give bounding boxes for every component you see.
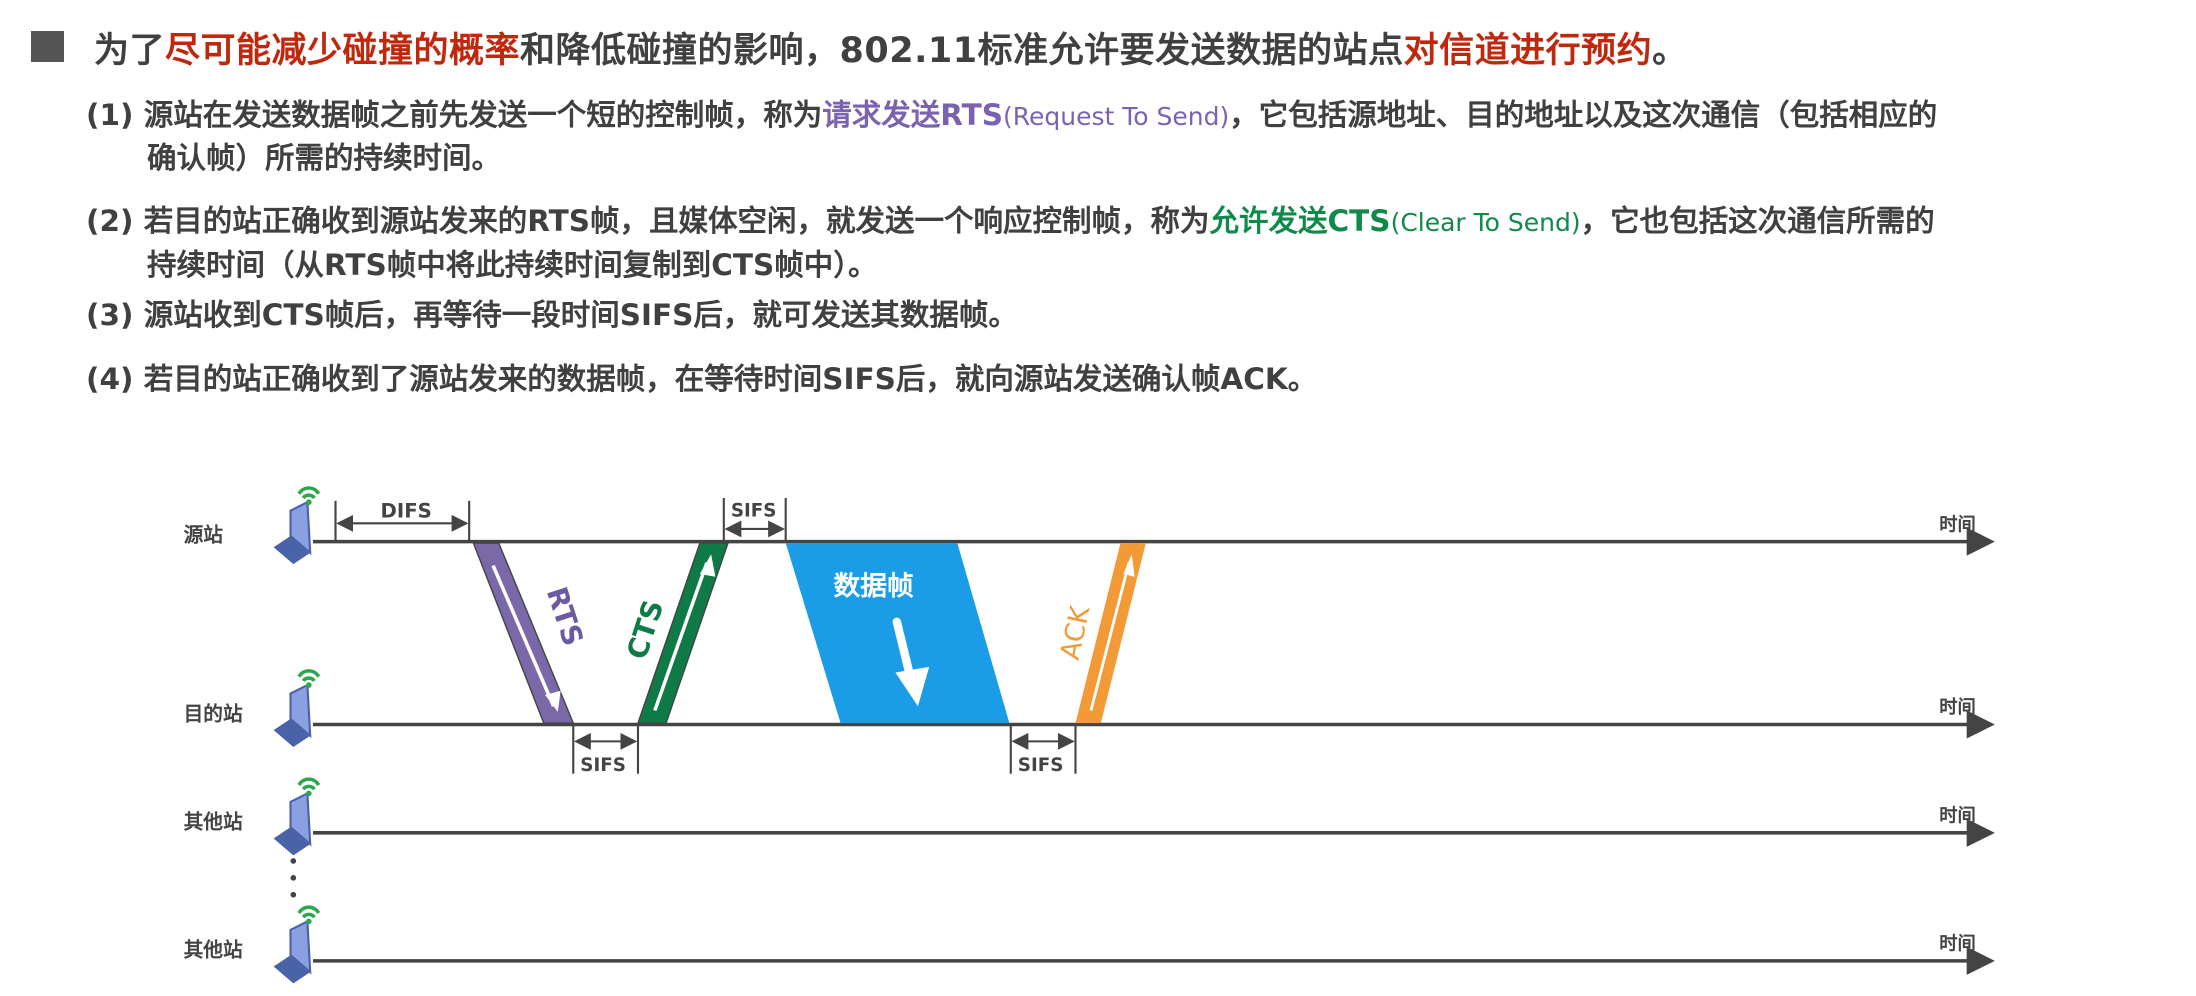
station-label-other-1: 其他站 [184, 811, 243, 834]
laptop-wifi-icon [271, 669, 321, 749]
time-label: 时间 [1939, 806, 1976, 827]
station-label-source: 源站 [184, 524, 224, 547]
laptop-wifi-icon [271, 486, 321, 566]
laptop-wifi-icon [271, 777, 321, 858]
title-bullet [31, 31, 64, 62]
time-label: 时间 [1939, 697, 1976, 718]
sifs-label: SIFS [580, 755, 626, 776]
laptop-wifi-icon [271, 905, 321, 986]
ack-frame [1075, 543, 1146, 724]
sifs-interval-bottom-2 [1009, 724, 1077, 774]
sifs-label: SIFS [731, 500, 777, 521]
time-label: 时间 [1939, 514, 1976, 535]
data-frame [785, 543, 1010, 724]
cts-frame [636, 542, 730, 724]
item-2-line2: 持续时间（从RTS帧中将此持续时间复制到CTS帧中）。 [147, 248, 878, 282]
item-1-line1: (1) 源站在发送数据帧之前先发送一个短的控制帧，称为请求发送RTS(Reque… [86, 98, 1938, 132]
station-label-destination: 目的站 [184, 702, 243, 725]
sifs-interval-bottom-1 [572, 724, 640, 774]
item-4: (4) 若目的站正确收到了源站发来的数据帧，在等待时间SIFS后，就向源站发送确… [86, 362, 1318, 396]
item-2-line1: (2) 若目的站正确收到源站发来的RTS帧，且媒体空闲，就发送一个响应控制帧，称… [86, 204, 1935, 238]
ellipsis-dots [290, 858, 297, 898]
time-label: 时间 [1939, 934, 1976, 955]
data-frame-label: 数据帧 [834, 571, 914, 602]
station-label-other-2: 其他站 [184, 939, 243, 962]
page-title: 为了尽可能减少碰撞的概率和降低碰撞的影响，802.11标准允许要发送数据的站点对… [94, 31, 1688, 71]
sifs-interval-top [722, 498, 787, 542]
sifs-label: SIFS [1018, 755, 1064, 776]
ack-label: ACK [1055, 602, 1097, 663]
difs-label: DIFS [381, 500, 432, 523]
difs-interval [334, 500, 471, 542]
rts-label: RTS [540, 583, 590, 650]
rts-frame [472, 542, 575, 724]
item-1-line2: 确认帧）所需的持续时间。 [147, 141, 502, 175]
item-3: (3) 源站收到CTS帧后，再等待一段时间SIFS后，就可发送其数据帧。 [86, 298, 1018, 332]
